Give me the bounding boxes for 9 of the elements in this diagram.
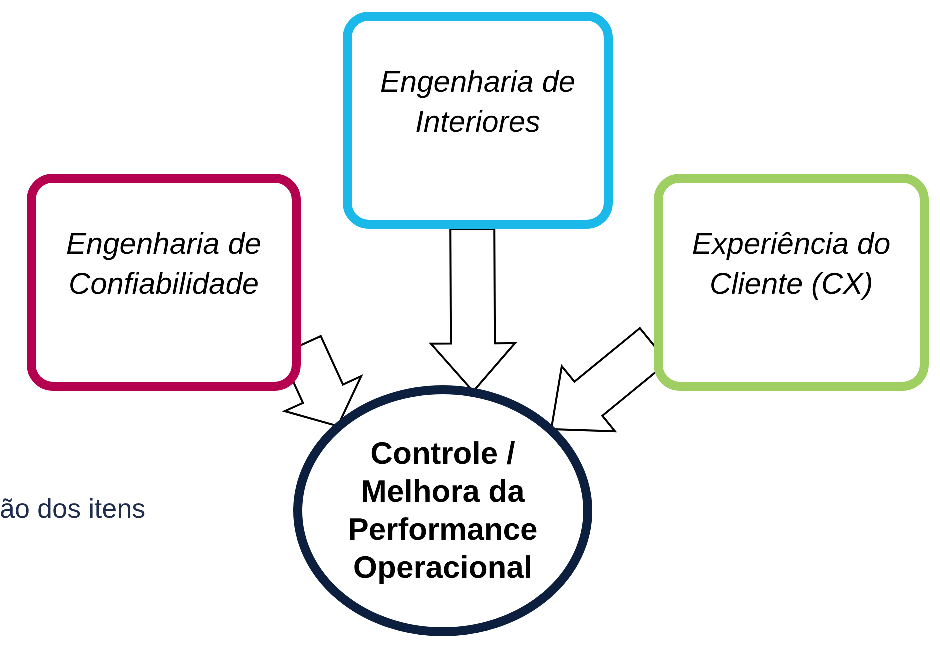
text-fragment: ão dos itens [0, 494, 146, 525]
node-text: Engenharia de Interiores [379, 65, 577, 141]
rounded-box [343, 12, 613, 229]
rounded-box [654, 174, 929, 391]
rounded-box [27, 174, 301, 391]
node-text: Experiência do Cliente (CX) [691, 227, 892, 303]
ellipse-node [293, 385, 593, 637]
node-text: Controle / Melhora da Performance Operacional [347, 435, 539, 587]
node-text: Engenharia de Confiabilidade [65, 227, 263, 303]
